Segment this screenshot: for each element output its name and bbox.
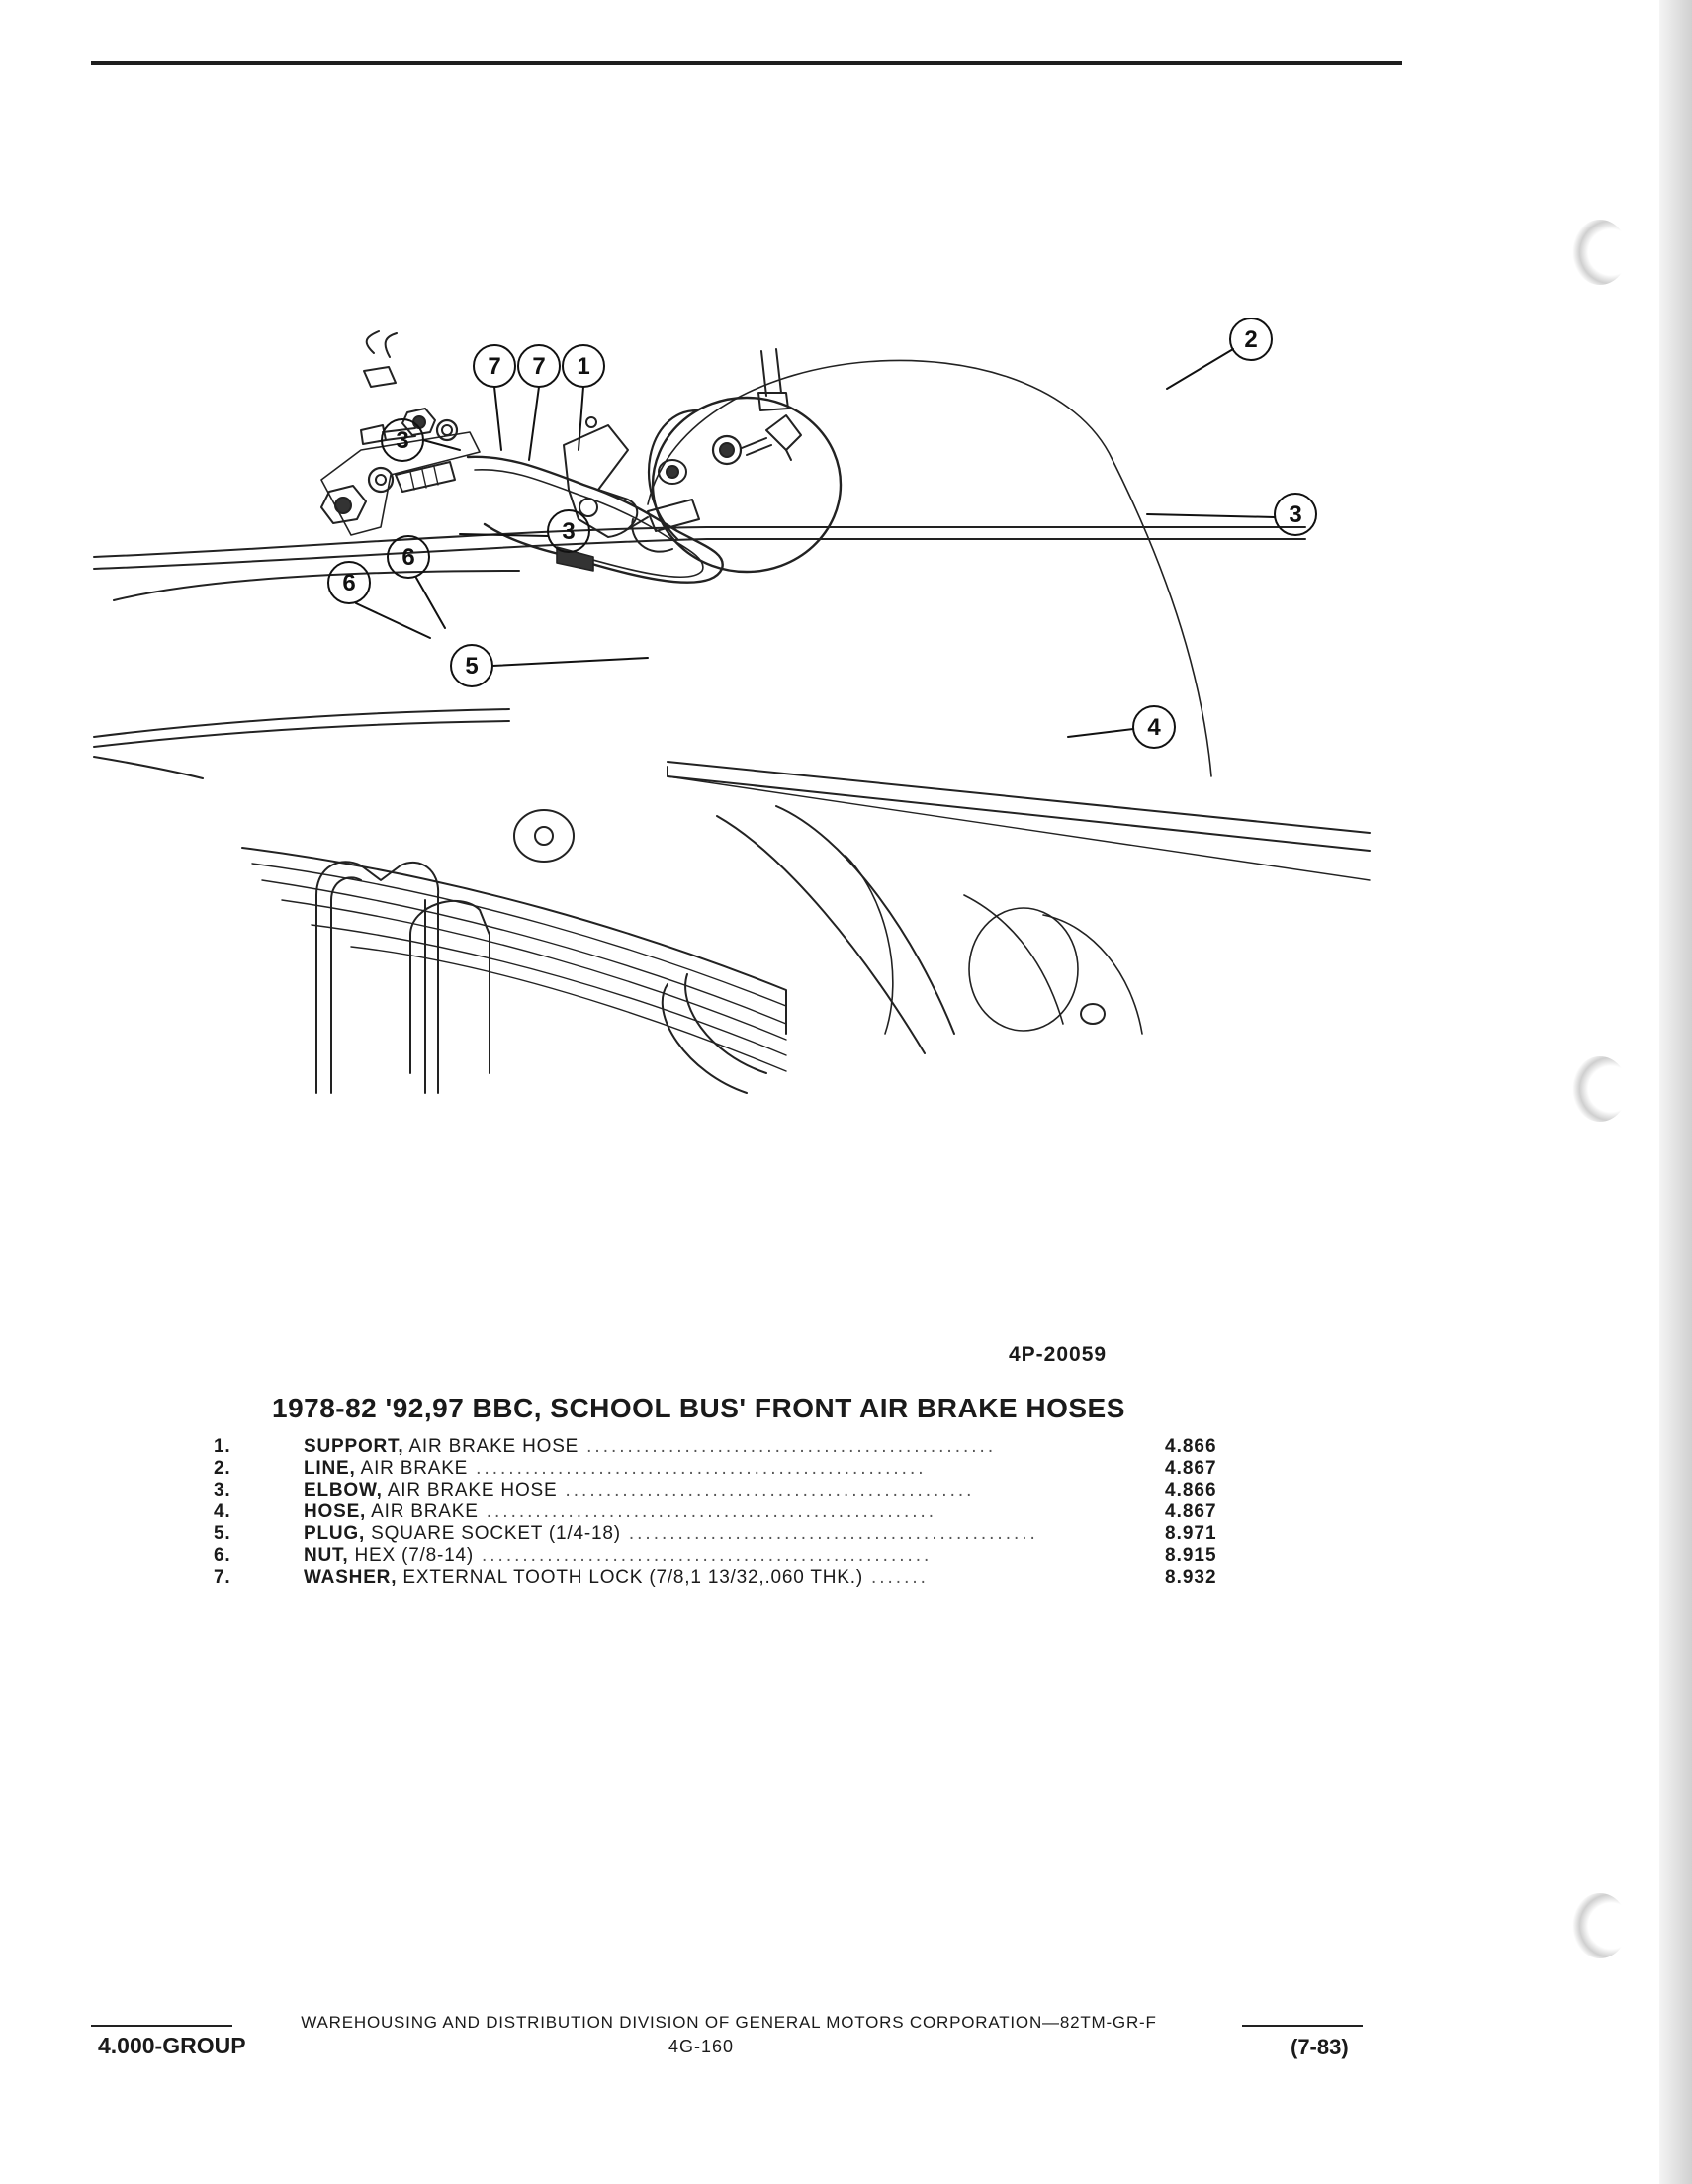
- part-number: 2.: [214, 1458, 231, 1479]
- part-group-number: 4.867: [1165, 1458, 1217, 1479]
- top-rule: [91, 61, 1402, 65]
- part-name: WASHER,: [304, 1567, 398, 1588]
- part-row: 6. NUT, HEX (7/8-14)....................…: [214, 1545, 1217, 1566]
- footer-page-number: 4G-160: [668, 2037, 735, 2056]
- punch-hole: [1572, 1893, 1628, 1958]
- part-name: ELBOW,: [304, 1480, 383, 1501]
- footer-revision-date: (7-83): [1291, 2035, 1349, 2059]
- part-group-number: 4.866: [1165, 1436, 1217, 1457]
- part-row: 1. SUPPORT, AIR BRAKE HOSE..............…: [214, 1436, 1217, 1457]
- part-number: 7.: [214, 1567, 231, 1588]
- part-description: EXTERNAL TOOTH LOCK (7/8,1 13/32,.060 TH…: [402, 1567, 863, 1588]
- part-name: HOSE,: [304, 1502, 367, 1522]
- parts-list: 1. SUPPORT, AIR BRAKE HOSE..............…: [208, 1436, 1246, 1589]
- callout-label: 4: [1147, 714, 1161, 741]
- part-row: 2. LINE, AIR BRAKE......................…: [214, 1458, 1217, 1479]
- part-description: AIR BRAKE: [371, 1502, 479, 1522]
- callout-label: 6: [401, 544, 414, 571]
- part-group-number: 4.867: [1165, 1502, 1217, 1522]
- footer-rule-right: [1242, 2025, 1363, 2027]
- callout-label: 3: [396, 427, 408, 454]
- parts-list-title: 1978-82 '92,97 BBC, SCHOOL BUS' FRONT AI…: [272, 1393, 1125, 1423]
- footer-publisher: WAREHOUSING AND DISTRIBUTION DIVISION OF…: [301, 2013, 1157, 2032]
- part-group-number: 8.971: [1165, 1523, 1217, 1544]
- callout-label: 7: [532, 353, 545, 380]
- part-name: LINE,: [304, 1458, 356, 1479]
- callout-label: 2: [1244, 326, 1257, 353]
- part-description: AIR BRAKE HOSE: [387, 1480, 558, 1501]
- punch-hole: [1572, 220, 1628, 285]
- part-row: 5. PLUG, SQUARE SOCKET (1/4-18).........…: [214, 1523, 1217, 1544]
- part-group-number: 4.866: [1165, 1480, 1217, 1501]
- part-row: 4. HOSE, AIR BRAKE......................…: [214, 1502, 1217, 1522]
- part-name: PLUG,: [304, 1523, 366, 1544]
- part-number: 4.: [214, 1502, 231, 1522]
- callout-label: 7: [488, 353, 500, 380]
- part-description: SQUARE SOCKET (1/4-18): [371, 1523, 621, 1544]
- part-number: 3.: [214, 1480, 231, 1501]
- part-name: NUT,: [304, 1545, 349, 1566]
- figure-id: 4P-20059: [1009, 1343, 1108, 1366]
- part-row: 7. WASHER, EXTERNAL TOOTH LOCK (7/8,1 13…: [214, 1567, 1217, 1588]
- part-number: 5.: [214, 1523, 231, 1544]
- callout-label: 6: [342, 570, 355, 596]
- callout-label: 1: [577, 353, 589, 380]
- punch-hole: [1572, 1056, 1628, 1122]
- page-edge-shadow: [1659, 0, 1692, 2184]
- callout-label: 3: [562, 518, 575, 545]
- part-name: SUPPORT,: [304, 1436, 404, 1457]
- part-row: 3. ELBOW, AIR BRAKE HOSE................…: [214, 1480, 1217, 1501]
- callout-label: 3: [1289, 501, 1301, 528]
- part-number: 1.: [214, 1436, 231, 1457]
- footer-group-label: 4.000-GROUP: [98, 2033, 246, 2058]
- part-group-number: 8.915: [1165, 1545, 1217, 1566]
- footer-rule-left: [91, 2025, 232, 2027]
- part-description: AIR BRAKE HOSE: [408, 1436, 579, 1457]
- part-number: 6.: [214, 1545, 231, 1566]
- part-description: HEX (7/8-14): [354, 1545, 474, 1566]
- callout-label: 5: [465, 653, 478, 680]
- part-group-number: 8.932: [1165, 1567, 1217, 1588]
- exploded-view-diagram: 7 7 1 2 3 3 4 5 6 6 3: [93, 318, 1371, 1094]
- part-description: AIR BRAKE: [360, 1458, 469, 1479]
